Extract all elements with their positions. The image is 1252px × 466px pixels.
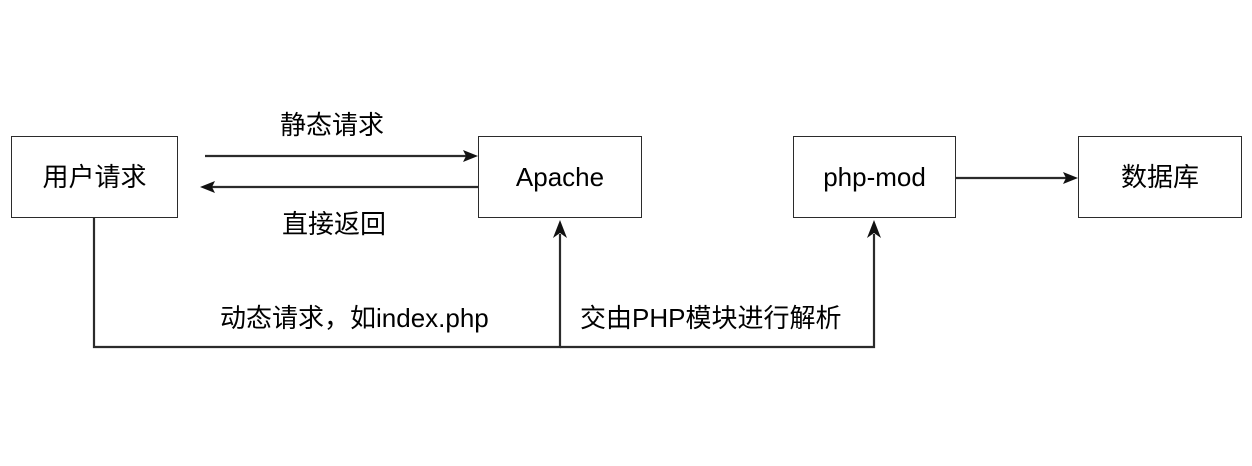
node-user-request[interactable]: 用户请求 xyxy=(11,136,178,218)
node-database[interactable]: 数据库 xyxy=(1078,136,1242,218)
node-php-mod[interactable]: php-mod xyxy=(793,136,956,218)
node-user-request-label: 用户请求 xyxy=(42,162,147,192)
node-php-mod-label: php-mod xyxy=(823,162,926,192)
connector-user-to-apache xyxy=(205,150,478,162)
edge-label-php-parse: 交由PHP模块进行解析 xyxy=(580,303,842,333)
connector-phpmod-to-database xyxy=(956,172,1078,184)
node-database-label: 数据库 xyxy=(1120,162,1199,192)
edge-label-dynamic-request: 动态请求，如index.php xyxy=(220,303,489,333)
edge-label-direct-return: 直接返回 xyxy=(282,209,387,239)
edge-label-static-request: 静态请求 xyxy=(280,110,385,140)
node-apache-label: Apache xyxy=(515,162,605,192)
node-apache[interactable]: Apache xyxy=(478,136,642,218)
connector-apache-to-user xyxy=(200,181,478,193)
